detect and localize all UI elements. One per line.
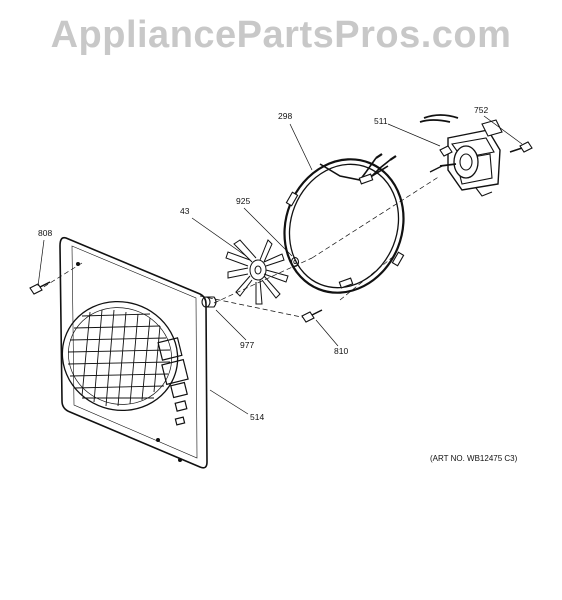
part-label-43: 43 — [180, 206, 190, 216]
leader-514 — [209, 389, 249, 415]
part-label-511: 511 — [374, 116, 388, 126]
heating-element-298 — [283, 153, 405, 294]
fan-motor-511 — [419, 114, 503, 197]
leader-808 — [37, 239, 45, 287]
leader-977 — [215, 309, 247, 341]
motor-screw-752 — [509, 141, 533, 153]
nut-977 — [201, 296, 217, 308]
part-label-810: 810 — [334, 346, 348, 356]
leader-298 — [289, 123, 313, 171]
art-number-caption: (ART NO. WB12475 C3) — [430, 454, 518, 463]
part-label-752: 752 — [474, 105, 488, 115]
cover-screw-808 — [29, 281, 51, 295]
part-label-977: 977 — [240, 340, 254, 350]
leader-810 — [315, 319, 339, 347]
leader-925 — [243, 207, 293, 257]
watermark-logo: AppliancePartsPros.com — [50, 14, 512, 56]
part-label-298: 298 — [278, 111, 292, 121]
convection-cover — [59, 236, 208, 469]
leader-511 — [387, 123, 441, 147]
part-label-808: 808 — [38, 228, 52, 238]
fan-blade-43 — [225, 239, 289, 305]
leader-43 — [191, 217, 247, 257]
leader-752 — [483, 115, 523, 145]
part-label-514: 514 — [250, 412, 264, 422]
part-label-925: 925 — [236, 196, 250, 206]
element-screw-810 — [301, 309, 323, 323]
